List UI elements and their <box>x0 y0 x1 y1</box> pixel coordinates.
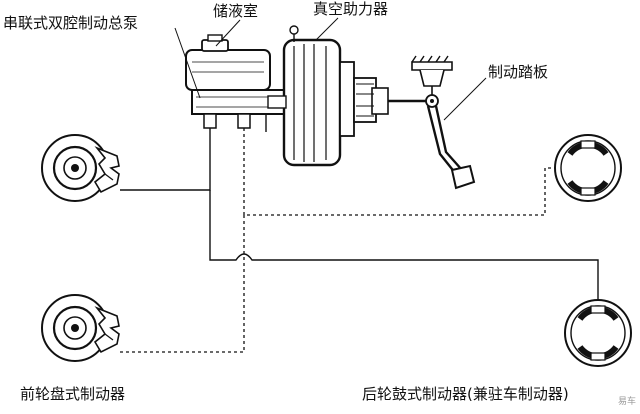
reservoir-body <box>186 50 270 90</box>
label-reservoir: 储液室 <box>213 4 258 19</box>
master-cylinder <box>186 35 284 132</box>
brake-line-solid-front-upper <box>120 128 210 190</box>
vacuum-booster <box>268 26 388 165</box>
brake-lines <box>120 128 598 352</box>
label-brake-pedal: 制动踏板 <box>488 65 548 80</box>
label-master-cylinder: 串联式双腔制动总泵 <box>3 16 138 31</box>
front-disc-brake-lower <box>42 295 119 361</box>
brake-line-dashed-front-lower <box>120 215 244 352</box>
front-disc-brake-upper <box>42 135 119 201</box>
rear-drum-brake-lower <box>565 300 631 366</box>
label-rear-drum-brake: 后轮鼓式制动器(兼驻车制动器) <box>362 387 569 402</box>
brake-line-solid-rear-lower <box>210 190 598 302</box>
rear-drum-brake-upper <box>555 135 621 201</box>
brake-pedal-assembly <box>412 56 486 188</box>
label-vacuum-booster: 真空助力器 <box>313 2 388 17</box>
watermark: 易车 <box>618 394 636 407</box>
label-front-disc-brake: 前轮盘式制动器 <box>20 387 125 402</box>
